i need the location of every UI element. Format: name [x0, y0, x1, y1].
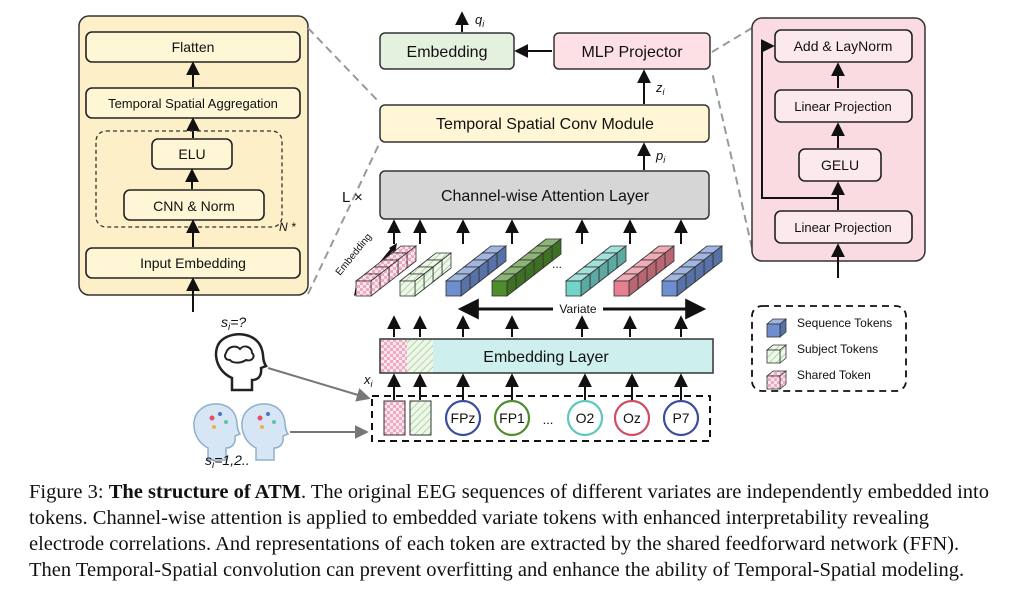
caption-title: The structure of ATM	[108, 481, 301, 503]
channel-label: P7	[672, 410, 689, 426]
center-pipeline: qi Embedding MLP Projector zi Temporal S…	[193, 11, 724, 470]
caption-prefix: Figure 3:	[29, 481, 109, 503]
embedding-layer-shared-part	[381, 340, 407, 372]
layer-repeat-label: L ×	[342, 189, 363, 206]
add-laynorm-label: Add & LayNorm	[794, 38, 893, 54]
linear-projection-top-label: Linear Projection	[794, 99, 892, 114]
channel-node: FP1	[493, 399, 531, 437]
flatten-label: Flatten	[172, 39, 215, 55]
embedding-box	[379, 32, 515, 70]
channel-label: ...	[543, 412, 554, 427]
right-panel: Add & LayNorm Linear Projection GELU Lin…	[751, 17, 926, 278]
legend-box	[751, 305, 907, 392]
figure-caption: Figure 3: The structure of ATM. The orig…	[29, 479, 989, 583]
sequence-token-stack	[660, 245, 724, 297]
channel-label: FPz	[451, 410, 476, 426]
zoom-connector	[711, 27, 753, 53]
attention-layer-label: Channel-wise Attention Layer	[441, 188, 650, 205]
channel-nodes: FPz FP1... O2 Oz P7	[444, 399, 700, 437]
channel-node: P7	[662, 399, 700, 437]
sequence-token-stack	[612, 245, 676, 297]
channel-label: FP1	[499, 410, 525, 426]
token-ellipsis: ...	[552, 257, 562, 271]
gelu-box	[798, 148, 882, 182]
channel-label: O2	[576, 410, 595, 426]
subject-token-input	[409, 400, 432, 436]
residual-connection	[760, 39, 838, 199]
embedding-label: Embedding	[407, 44, 488, 61]
variate-label: Variate	[559, 302, 596, 316]
zoom-connector	[307, 141, 381, 295]
sequence-token-stack	[444, 245, 508, 297]
gelu-label: GELU	[821, 157, 859, 173]
legend-sequence-icon	[765, 318, 788, 338]
elu-label: ELU	[178, 146, 205, 162]
linear-projection-bottom-box	[774, 210, 913, 244]
embedding-layer-label: Embedding Layer	[483, 349, 609, 366]
legend-sequence-label: Sequence Tokens	[797, 316, 892, 330]
channel-node: Oz	[613, 399, 651, 437]
x-label: xi	[363, 372, 374, 389]
embedding-layer-subject-part	[407, 340, 433, 372]
unknown-subject-head-icon	[214, 333, 268, 392]
sequence-token-stack	[564, 245, 628, 297]
embedding-dim-label: Embedding	[334, 232, 374, 278]
input-embedding-label: Input Embedding	[140, 255, 246, 271]
zoom-connector	[307, 27, 381, 104]
legend-shared-label: Shared Token	[797, 368, 871, 382]
known-subject-head-icon	[193, 403, 290, 461]
token-stacks	[354, 238, 724, 297]
z-label: zi	[655, 80, 666, 97]
embedding-layer-box	[379, 338, 714, 374]
conv-module-box	[379, 104, 710, 143]
linear-projection-bottom-label: Linear Projection	[794, 220, 892, 235]
shared-token-input	[383, 400, 406, 436]
unknown-subject-label: si=?	[221, 314, 246, 333]
sequence-token-stack	[490, 238, 563, 297]
channel-ellipsis: ...	[543, 412, 554, 427]
mlp-projector-box	[553, 32, 711, 70]
attention-layer-box	[379, 170, 710, 220]
legend-shared-icon	[765, 370, 788, 390]
mlp-projector-label: MLP Projector	[581, 44, 683, 61]
channel-node: O2	[566, 399, 604, 437]
legend: Sequence Tokens Subject Tokens Shared To…	[751, 305, 907, 392]
linear-projection-top-box	[774, 89, 913, 123]
known-subject-label: si=1,2..	[205, 452, 250, 470]
q-label: qi	[475, 12, 485, 29]
legend-subject-icon	[765, 344, 788, 364]
zoom-connector	[711, 71, 753, 249]
aggregation-label: Temporal Spatial Aggregation	[108, 96, 278, 111]
left-panel: Flatten Temporal Spatial Aggregation ELU…	[78, 15, 309, 312]
cnn-norm-label: CNN & Norm	[153, 198, 235, 214]
add-laynorm-box	[774, 29, 913, 63]
repeat-block-dashed	[95, 130, 283, 228]
atm-architecture-diagram: Flatten Temporal Spatial Aggregation ELU…	[78, 11, 926, 470]
conv-module-label: Temporal Spatial Conv Module	[436, 116, 654, 133]
input-dashed-box	[371, 395, 711, 442]
p-label: pi	[655, 148, 666, 165]
repeat-label: N *	[279, 220, 296, 234]
channel-node: FPz	[444, 399, 482, 437]
legend-subject-label: Subject Tokens	[797, 342, 878, 356]
shared-token-stack	[354, 245, 418, 297]
channel-label: Oz	[623, 410, 641, 426]
subject-token-stack	[398, 252, 453, 297]
legend-icons	[765, 318, 788, 390]
caption-body: . The original EEG sequences of differen…	[29, 481, 990, 581]
